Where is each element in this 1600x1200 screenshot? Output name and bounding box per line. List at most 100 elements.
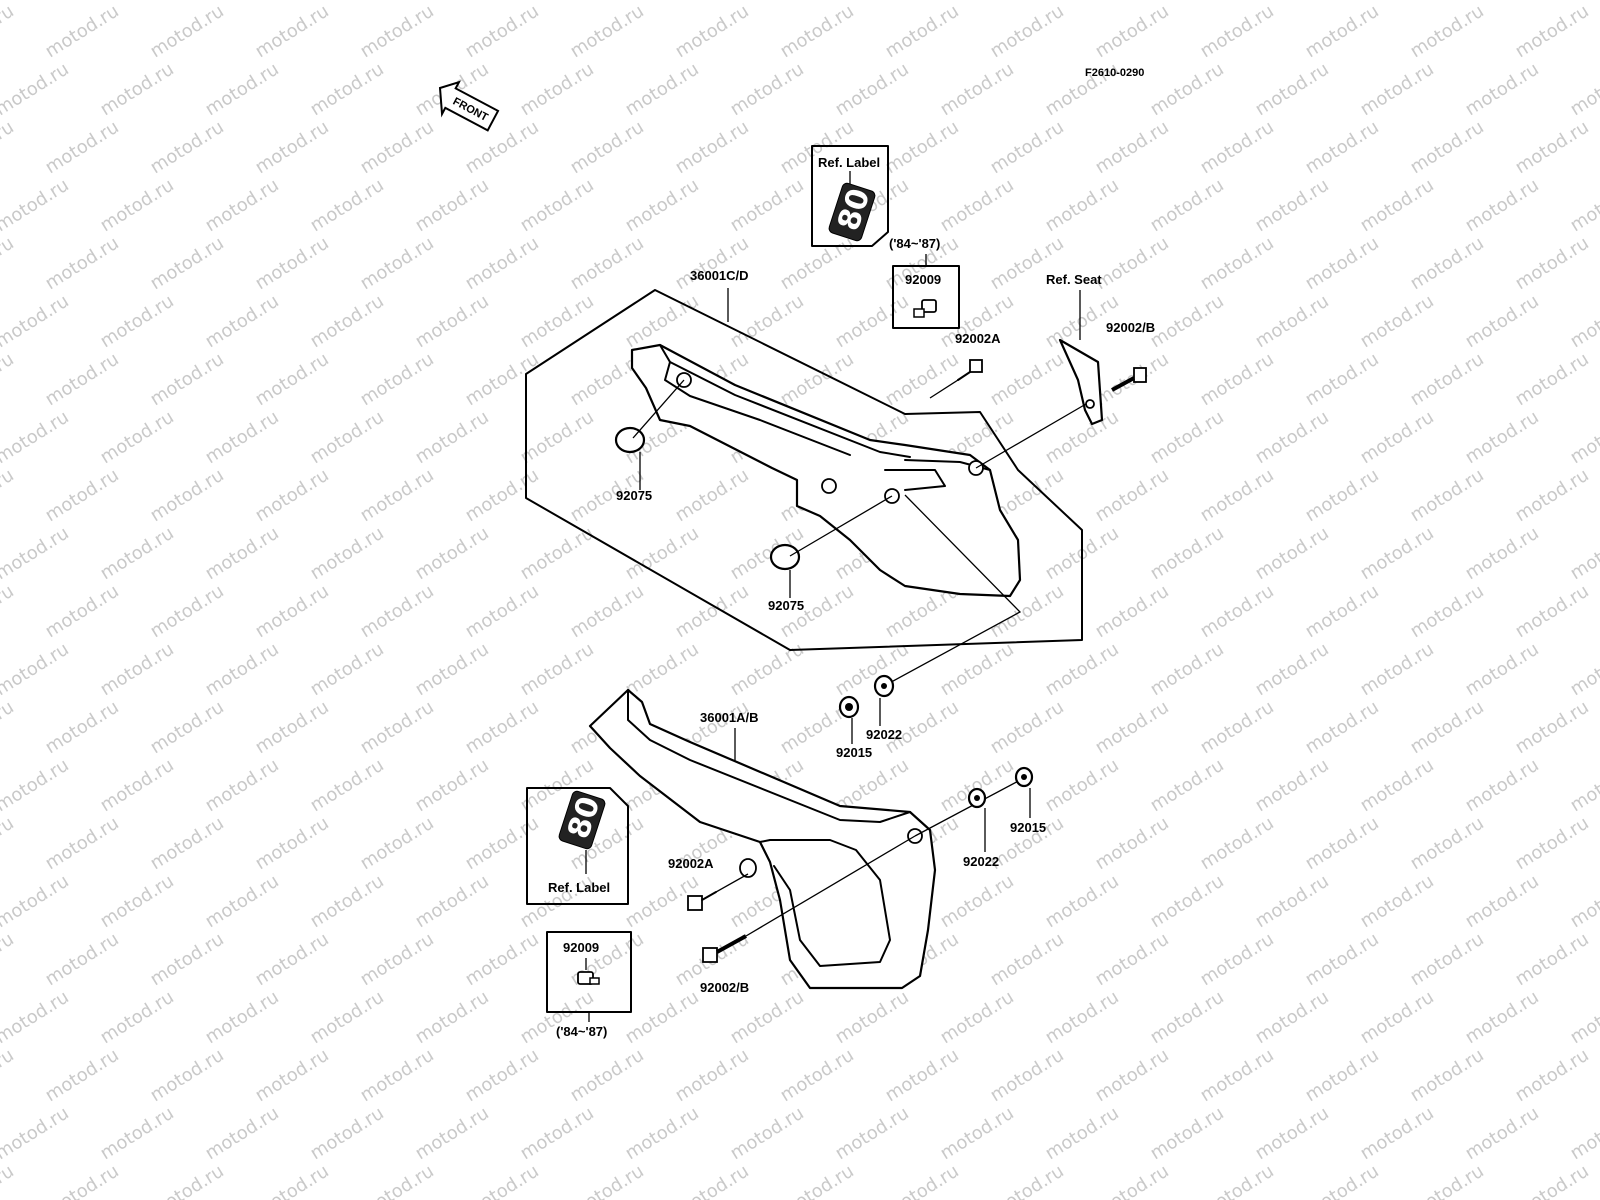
watermark-text: motod.ru — [357, 233, 438, 295]
watermark-text: motod.ru — [987, 929, 1068, 991]
watermark-text: motod.ru — [0, 175, 73, 237]
watermark-text: motod.ru — [517, 291, 598, 353]
part-92009-box-bottom: 92009 — [546, 931, 632, 1013]
watermark-text: motod.ru — [1357, 1103, 1438, 1165]
watermark-text: motod.ru — [1197, 465, 1278, 527]
watermark-text: motod.ru — [357, 1045, 438, 1107]
watermark-text: motod.ru — [1252, 523, 1333, 585]
watermark-text: motod.ru — [462, 349, 543, 411]
watermark-text: motod.ru — [0, 813, 18, 875]
watermark-text: motod.ru — [252, 581, 333, 643]
watermark-text: motod.ru — [307, 871, 388, 933]
watermark-text: motod.ru — [1302, 581, 1383, 643]
watermark-text: motod.ru — [412, 987, 493, 1049]
watermark-text: motod.ru — [147, 929, 228, 991]
watermark-text: motod.ru — [672, 117, 753, 179]
watermark-text: motod.ru — [97, 175, 178, 237]
watermark-text: motod.ru — [412, 755, 493, 817]
part-92009-box-top: 92009 — [892, 265, 960, 329]
watermark-text: motod.ru — [1302, 1161, 1383, 1200]
ref-seat-label: Ref. Seat — [1046, 272, 1102, 287]
watermark-text: motod.ru — [147, 1045, 228, 1107]
watermark-text: motod.ru — [1512, 581, 1593, 643]
watermark-text: motod.ru — [1462, 1103, 1543, 1165]
watermark-text: motod.ru — [357, 929, 438, 991]
diagram-id: F2610-0290 — [1085, 67, 1144, 79]
watermark-text: motod.ru — [1147, 59, 1228, 121]
watermark-text: motod.ru — [462, 929, 543, 991]
watermark-text: motod.ru — [202, 407, 283, 469]
watermark-text: motod.ru — [1567, 987, 1600, 1049]
watermark-text: motod.ru — [1302, 117, 1383, 179]
grommet-92075-icon — [769, 543, 801, 571]
bolt-92002b-icon — [702, 934, 747, 963]
watermark-text: motod.ru — [147, 1, 228, 63]
watermark-text: motod.ru — [937, 1103, 1018, 1165]
side-cover-lower — [588, 688, 937, 990]
nut-icon — [577, 971, 600, 985]
watermark-text: motod.ru — [567, 233, 648, 295]
watermark-text: motod.ru — [882, 1, 963, 63]
watermark-text: motod.ru — [1042, 987, 1123, 1049]
watermark-text: motod.ru — [1407, 233, 1488, 295]
watermark-text: motod.ru — [1302, 813, 1383, 875]
watermark-text: motod.ru — [42, 929, 123, 991]
watermark-text: motod.ru — [1567, 755, 1600, 817]
watermark-text: motod.ru — [1092, 1161, 1173, 1200]
watermark-text: motod.ru — [1462, 639, 1543, 701]
watermark-text: motod.ru — [517, 987, 598, 1049]
mount-hole-icon — [739, 858, 757, 878]
label-92002a-bottom: 92002A — [668, 856, 714, 871]
watermark-text: motod.ru — [1512, 349, 1593, 411]
watermark-text: motod.ru — [1357, 871, 1438, 933]
watermark-text: motod.ru — [1462, 871, 1543, 933]
watermark-text: motod.ru — [0, 987, 73, 1049]
watermark-text: motod.ru — [1357, 407, 1438, 469]
watermark-text: motod.ru — [307, 1103, 388, 1165]
watermark-text: motod.ru — [567, 1, 648, 63]
label-36001cd: 36001C/D — [690, 268, 749, 283]
watermark-text: motod.ru — [1462, 987, 1543, 1049]
watermark-text: motod.ru — [937, 987, 1018, 1049]
grommet-hole-icon — [821, 478, 837, 494]
nut-icon — [913, 299, 937, 318]
watermark-text: motod.ru — [202, 291, 283, 353]
label-92075-a: 92075 — [616, 488, 652, 503]
watermark-text: motod.ru — [1357, 639, 1438, 701]
watermark-text: motod.ru — [252, 117, 333, 179]
watermark-text: motod.ru — [97, 291, 178, 353]
label-92009-top: 92009 — [905, 272, 941, 287]
watermark-text: motod.ru — [1042, 175, 1123, 237]
watermark-text: motod.ru — [307, 175, 388, 237]
watermark-text: motod.ru — [0, 1103, 73, 1165]
watermark-text: motod.ru — [987, 1161, 1068, 1200]
watermark-text: motod.ru — [307, 639, 388, 701]
watermark-text: motod.ru — [1302, 697, 1383, 759]
watermark-text: motod.ru — [1147, 987, 1228, 1049]
side-cover-upper — [630, 343, 1022, 598]
watermark-text: motod.ru — [1512, 465, 1593, 527]
watermark-text: motod.ru — [202, 755, 283, 817]
watermark-text: motod.ru — [0, 871, 73, 933]
watermark-text: motod.ru — [1147, 755, 1228, 817]
watermark-text: motod.ru — [1407, 929, 1488, 991]
watermark-text: motod.ru — [1407, 349, 1488, 411]
watermark-text: motod.ru — [567, 581, 648, 643]
watermark-text: motod.ru — [1252, 987, 1333, 1049]
watermark-text: motod.ru — [1357, 523, 1438, 585]
label-92075-b: 92075 — [768, 598, 804, 613]
watermark-text: motod.ru — [357, 581, 438, 643]
watermark-text: motod.ru — [777, 233, 858, 295]
watermark-text: motod.ru — [882, 1045, 963, 1107]
label-36001ab: 36001A/B — [700, 710, 759, 725]
watermark-text: motod.ru — [252, 1045, 333, 1107]
watermark-text: motod.ru — [1252, 175, 1333, 237]
watermark-text: motod.ru — [1197, 697, 1278, 759]
watermark-text: motod.ru — [1302, 349, 1383, 411]
watermark-text: motod.ru — [202, 987, 283, 1049]
watermark-text: motod.ru — [1042, 871, 1123, 933]
watermark-text: motod.ru — [357, 349, 438, 411]
watermark-text: motod.ru — [1462, 407, 1543, 469]
watermark-text: motod.ru — [1092, 233, 1173, 295]
watermark-text: motod.ru — [727, 291, 808, 353]
